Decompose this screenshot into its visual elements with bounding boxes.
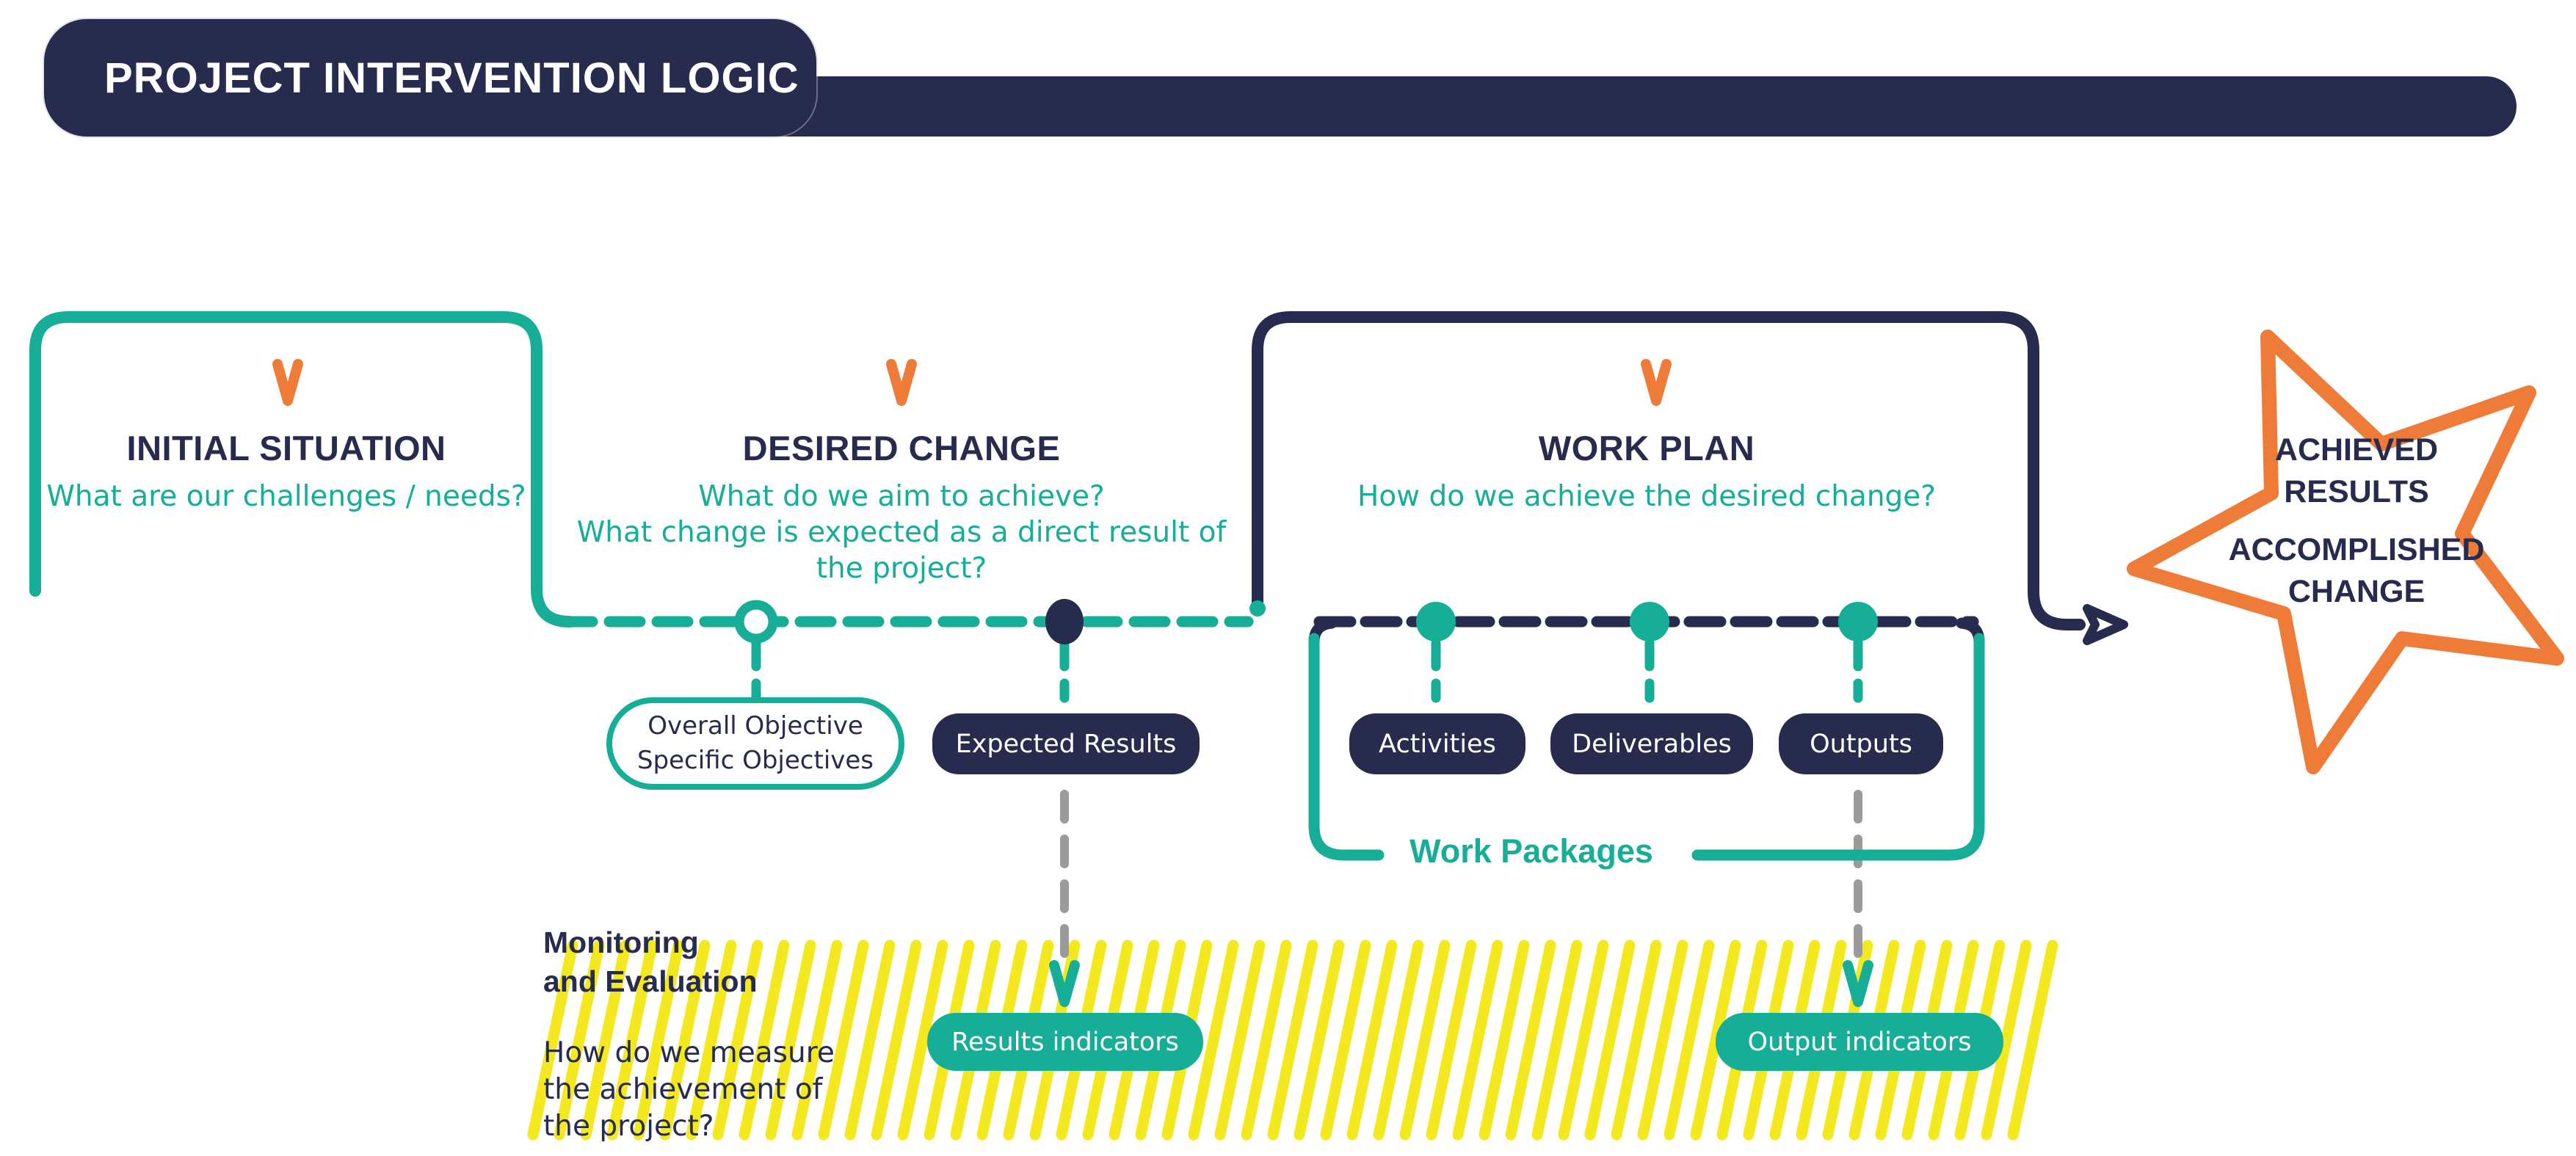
section-initial-situation: INITIAL SITUATION What are our challenge… (35, 428, 537, 515)
output-indicators-pill: Output indicators (1716, 1013, 2003, 1071)
desired-change-heading: DESIRED CHANGE (742, 429, 1061, 468)
achievement-star-icon (2127, 330, 2564, 774)
outputs-pill: Outputs (1779, 713, 1943, 774)
deliverables-pill: Deliverables (1550, 713, 1753, 774)
work-packages-label: Work Packages (1409, 832, 1653, 870)
bracket-end-dot (1249, 600, 1266, 617)
achievement-star-text: ACHIEVED RESULTS ACCOMPLISHED CHANGE (2228, 432, 2485, 609)
activities-node-dot (1416, 602, 1456, 641)
monitoring-heading: Monitoring and Evaluation (543, 926, 758, 998)
objectives-pill: Overall Objective Specific Objectives (606, 697, 904, 790)
work-plan-heading: WORK PLAN (1538, 429, 1755, 468)
outputs-node-dot (1838, 602, 1878, 641)
activities-pill: Activities (1349, 713, 1525, 774)
deliverables-node-dot (1630, 602, 1669, 641)
work-packages-brace-right (1691, 633, 1985, 861)
section-work-plan: WORK PLAN How do we achieve the desired … (1258, 428, 2035, 515)
desired-change-chevron-down-icon (891, 364, 912, 401)
desired-change-question: What do we aim to achieve? What change i… (576, 480, 1227, 585)
expected-results-pill: Expected Results (932, 713, 1200, 774)
objectives-node-ring (734, 600, 778, 644)
title-banner: PROJECT INTERVENTION LOGIC (44, 19, 816, 137)
section-desired-change: DESIRED CHANGE What do we aim to achieve… (514, 428, 1289, 586)
results-indicators-pill: Results indicators (927, 1013, 1203, 1071)
initial-situation-question: What are our challenges / needs? (46, 480, 526, 513)
node-stems (751, 638, 1863, 703)
initial-situation-bracket (29, 311, 576, 628)
monitoring-question: How do we measure the achievement of the… (543, 1036, 835, 1143)
page-title: PROJECT INTERVENTION LOGIC (104, 54, 799, 102)
arrow-right-icon (2083, 604, 2128, 645)
work-plan-chevron-down-icon (1646, 364, 1666, 401)
work-packages-brace-left (1308, 633, 1385, 861)
work-plan-bracket (1252, 311, 2086, 630)
initial-situation-heading: INITIAL SITUATION (126, 429, 446, 468)
expected-results-node-dot (1045, 599, 1084, 644)
work-plan-question: How do we achieve the desired change? (1357, 480, 1936, 513)
initial-situation-chevron-down-icon (277, 364, 298, 401)
